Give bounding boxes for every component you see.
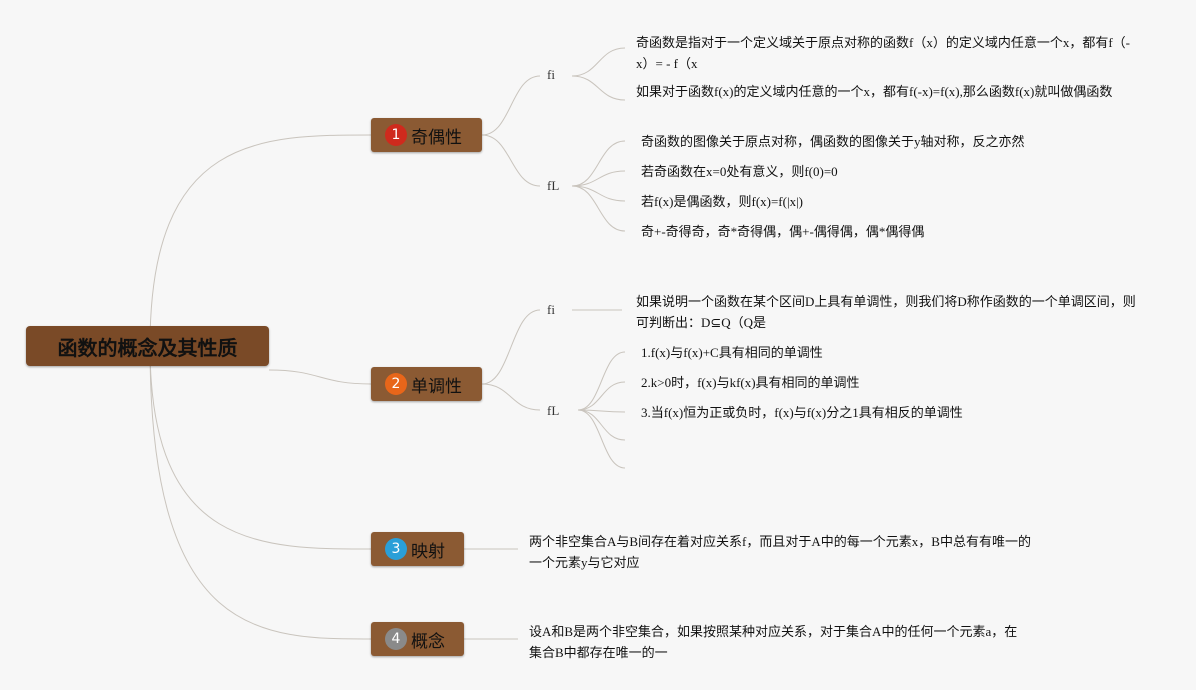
leaf-mapping-definition[interactable]: 两个非空集合A与B间存在着对应关系f，而且对于A中的每一个元素x，B中总有有唯一… (529, 534, 1031, 570)
branch-number-badge: 3 (385, 538, 407, 560)
sub-label-definition[interactable]: fi (547, 302, 555, 317)
leaf-monotonic-property-2[interactable]: 2.k>0时，f(x)与kf(x)具有相同的单调性 (641, 375, 860, 390)
leaf-concept-definition[interactable]: 设A和B是两个非空集合，如果按照某种对应关系，对于集合A中的任何一个元素a，在集… (529, 624, 1018, 660)
sub-connector (571, 47, 626, 77)
sub-connector (577, 381, 626, 411)
branch-connector (481, 75, 541, 136)
branch-concept[interactable]: 4 概念 (371, 622, 464, 656)
sub-connector (577, 409, 626, 441)
leaf-monotonic-property-1[interactable]: 1.f(x)与f(x)+C具有相同的单调性 (641, 345, 823, 360)
branch-parity[interactable]: 1 奇偶性 (371, 118, 482, 152)
root-title: 函数的概念及其性质 (57, 335, 238, 360)
branch-connector (481, 383, 541, 411)
branch-label: 奇偶性 (411, 127, 462, 148)
branch-number-badge: 1 (385, 124, 407, 146)
sub-label-definition[interactable]: fi (547, 67, 555, 82)
branch-label: 概念 (411, 631, 445, 652)
branch-number-badge: 2 (385, 373, 407, 395)
branch-label: 单调性 (411, 376, 462, 397)
branch-number-badge: 4 (385, 628, 407, 650)
leaf-even-definition[interactable]: 如果对于函数f(x)的定义域内任意的一个x，都有f(-x)=f(x),那么函数f… (636, 84, 1113, 99)
branch-mapping[interactable]: 3 映射 (371, 532, 464, 566)
leaf-monotonic-property-3[interactable]: 3.当f(x)恒为正或负时，f(x)与f(x)分之1具有相反的单调性 (641, 405, 963, 420)
branch-label: 映射 (411, 541, 445, 562)
leaf-parity-property-1[interactable]: 奇函数的图像关于原点对称，偶函数的图像关于y轴对称，反之亦然 (641, 134, 1025, 149)
branch-connector (481, 309, 541, 385)
sub-connector (571, 140, 626, 187)
sub-connector (571, 170, 626, 187)
sub-connector (577, 409, 626, 469)
leaf-parity-property-4[interactable]: 奇+-奇得奇，奇*奇得偶，偶+-偶得偶，偶*偶得偶 (641, 224, 925, 239)
root-connector (268, 369, 372, 385)
sub-connector (571, 185, 626, 202)
root-node[interactable]: 函数的概念及其性质 (26, 326, 269, 366)
leaf-odd-definition[interactable]: 奇函数是指对于一个定义域关于原点对称的函数f（x）的定义域内任意一个x，都有f（… (636, 35, 1130, 71)
sub-connector (577, 351, 626, 411)
sub-label-property[interactable]: fL (547, 178, 560, 193)
leaf-parity-property-2[interactable]: 若奇函数在x=0处有意义，则f(0)=0 (641, 164, 838, 179)
root-connector (149, 134, 372, 347)
branch-connector (481, 134, 541, 187)
sub-connector (571, 185, 626, 232)
root-connector (149, 345, 372, 550)
leaf-monotonic-definition[interactable]: 如果说明一个函数在某个区间D上具有单调性，则我们将D称作函数的一个单调区间，则可… (636, 294, 1136, 330)
leaf-parity-property-3[interactable]: 若f(x)是偶函数，则f(x)=f(|x|) (641, 194, 803, 209)
sub-label-property[interactable]: fL (547, 403, 560, 418)
root-connector (149, 345, 372, 640)
sub-connector (571, 75, 626, 101)
branch-monotonicity[interactable]: 2 单调性 (371, 367, 482, 401)
